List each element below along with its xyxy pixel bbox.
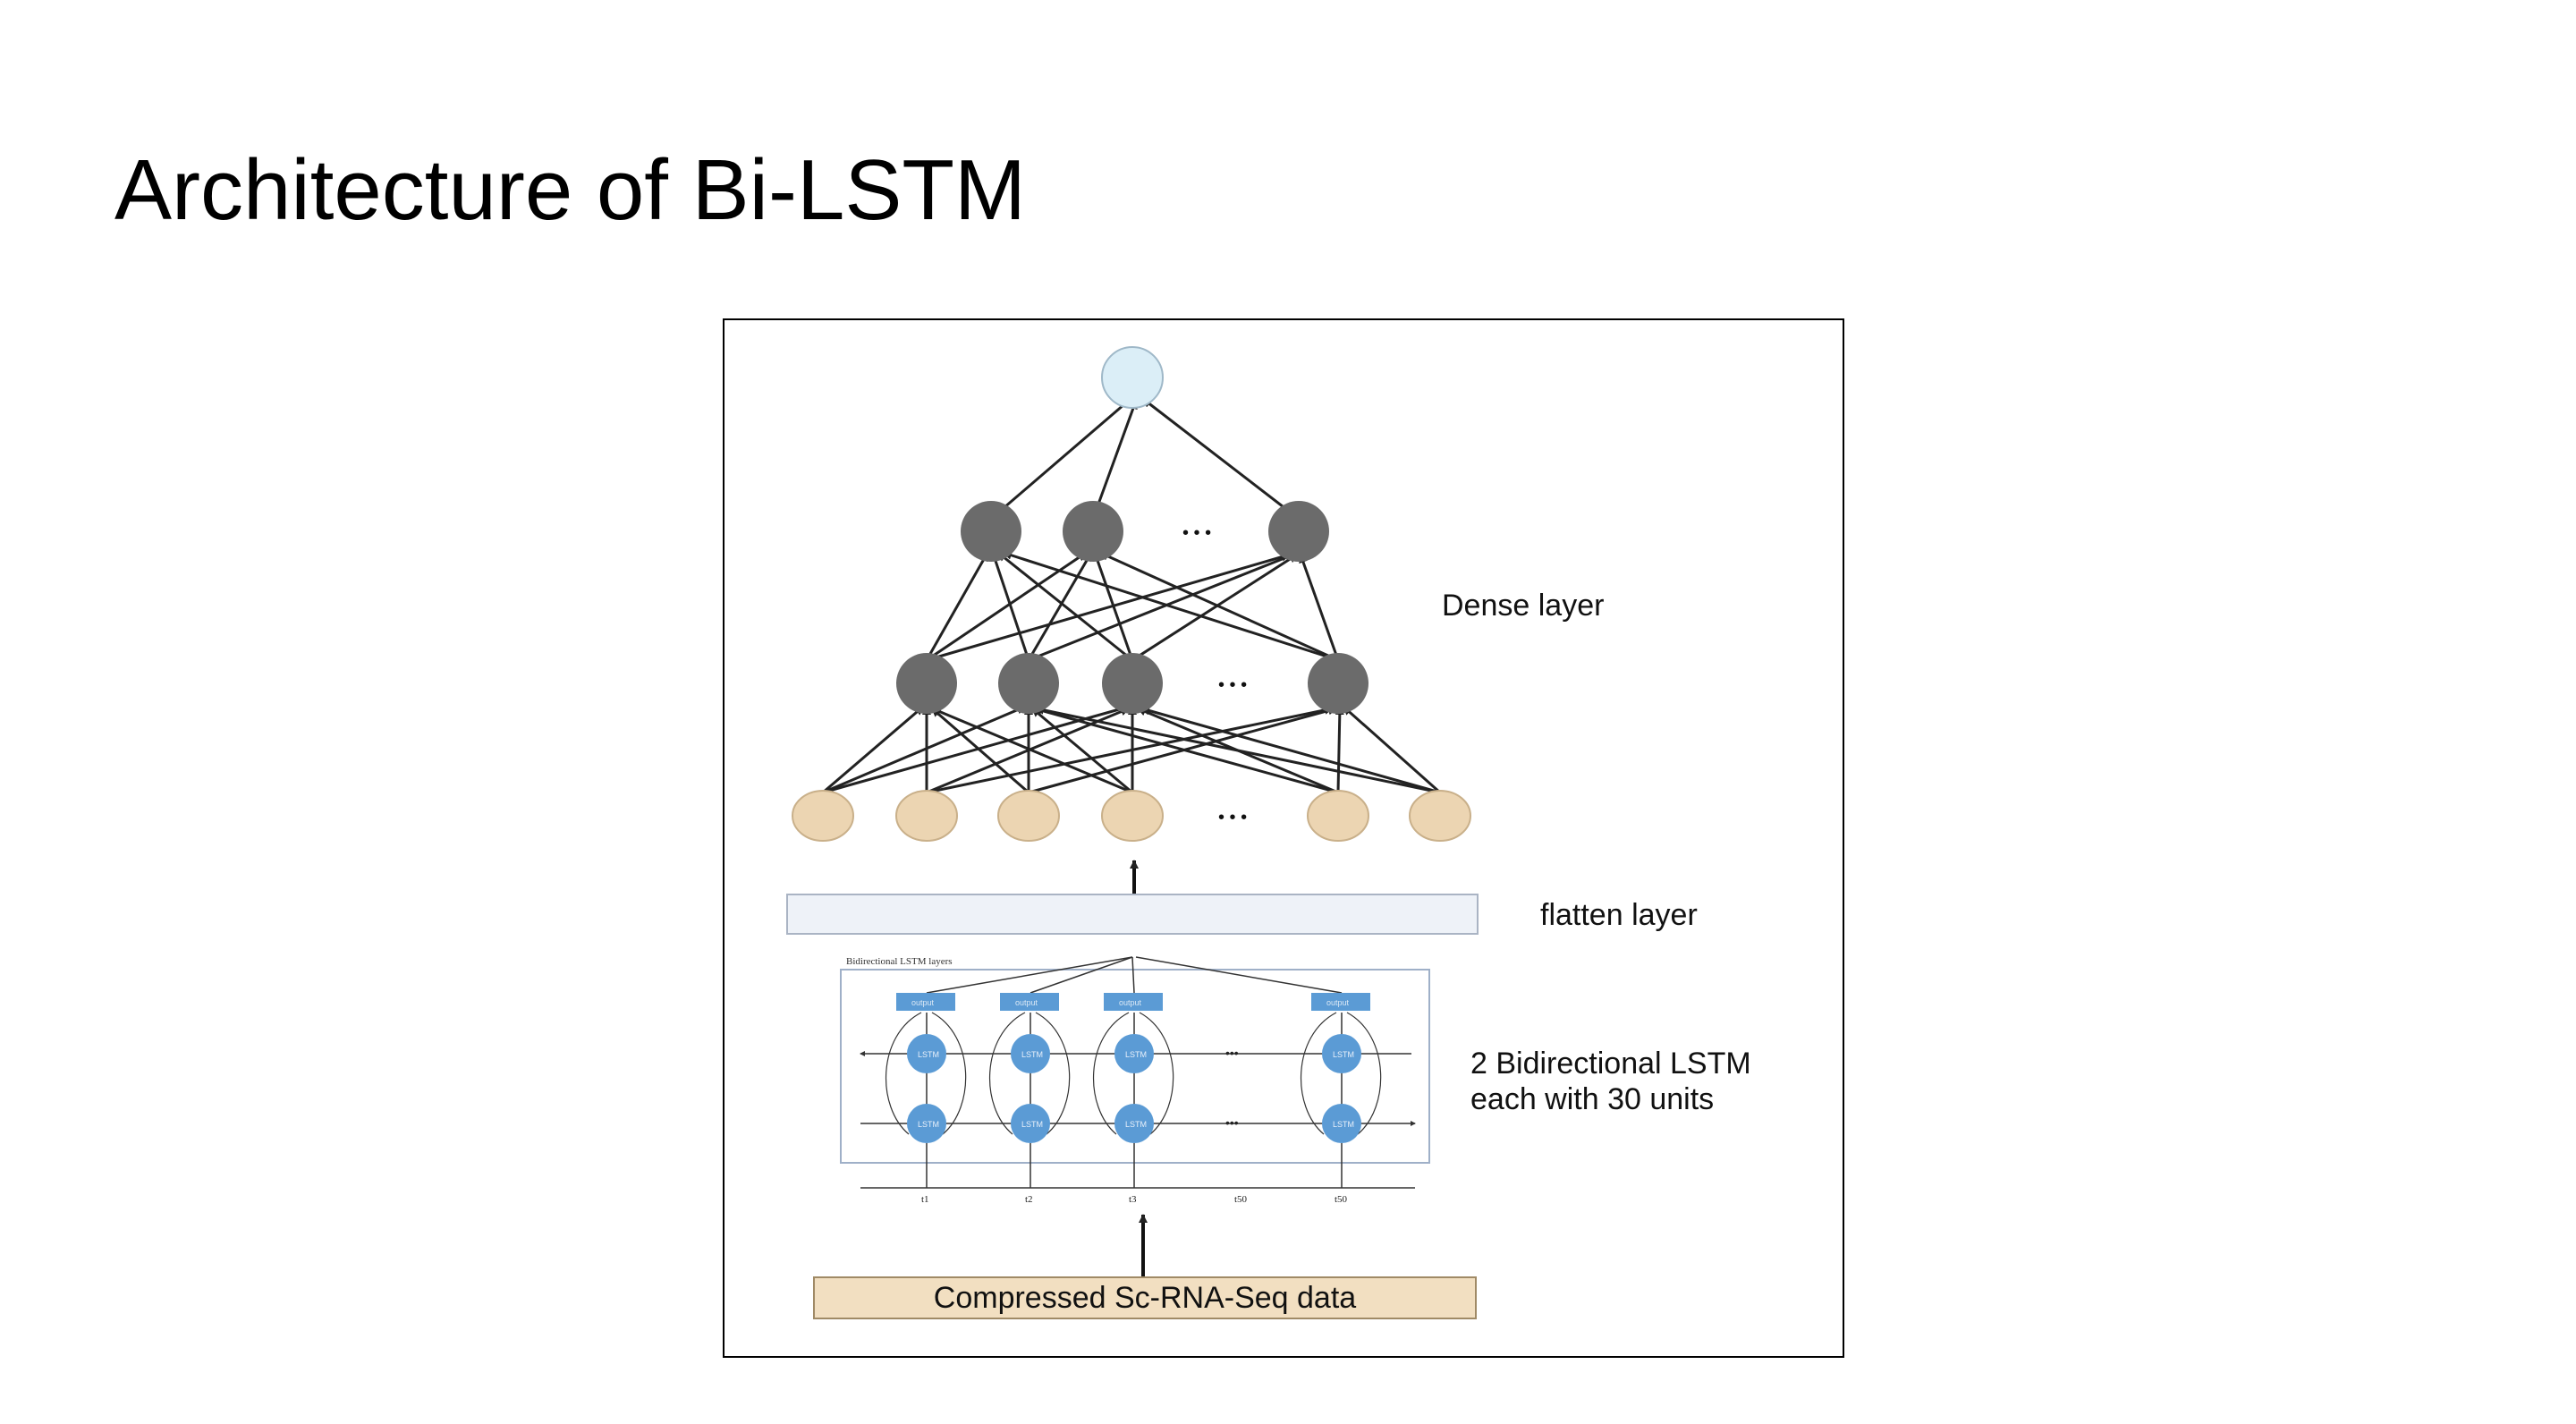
dense-input-nodes: • • • (792, 790, 1471, 842)
lstm-cell-label: LSTM (1125, 1120, 1147, 1129)
hidden-node (896, 653, 957, 714)
hidden-node (1102, 653, 1163, 714)
input-node (1409, 790, 1471, 842)
hidden-node (1268, 501, 1329, 562)
output-cell-label: output (1326, 998, 1350, 1007)
bilstm-label-line2: each with 30 units (1470, 1082, 1714, 1116)
bilstm-inner-caption: Bidirectional LSTM layers (846, 956, 953, 967)
bilstm-panel: Bidirectional LSTM layers output output … (840, 956, 1430, 1205)
lstm-cell-label: LSTM (1333, 1120, 1354, 1129)
lstm-cell (1114, 1034, 1154, 1073)
dense-hidden-layer-2: • • • (961, 501, 1329, 562)
timestep-label: t1 (921, 1194, 929, 1205)
ellipsis-hidden-1: • • • (1218, 675, 1247, 695)
lstm-cell-label: LSTM (1333, 1050, 1354, 1059)
output-cell-label: output (1015, 998, 1038, 1007)
lstm-ellipsis: ••• (1225, 1115, 1239, 1130)
output-node (1101, 346, 1164, 409)
input-data-box (813, 1276, 1477, 1319)
bilstm-panel-frame (840, 969, 1430, 1164)
lstm-cell-label: LSTM (918, 1120, 939, 1129)
input-node (895, 790, 958, 842)
dense-connections-bottom (822, 704, 1441, 794)
flatten-layer-label: flatten layer (1540, 898, 1698, 932)
hidden-node (998, 653, 1059, 714)
output-cell (896, 993, 955, 1011)
dense-connections-top (990, 397, 1300, 521)
ellipsis-hidden-2: • • • (1182, 523, 1211, 543)
bilstm-forward-row: LSTM LSTM LSTM LSTM ••• (907, 1104, 1361, 1143)
dense-connections-middle (925, 550, 1340, 662)
hidden-node (961, 501, 1021, 562)
input-node (997, 790, 1060, 842)
output-cell (1000, 993, 1059, 1011)
hidden-node (1308, 653, 1368, 714)
lstm-cell-label: LSTM (1021, 1050, 1043, 1059)
bilstm-backward-row: LSTM LSTM LSTM LSTM ••• (907, 1034, 1361, 1073)
output-cell (1311, 993, 1370, 1011)
hidden-node (1063, 501, 1123, 562)
bilstm-label-line1: 2 Bidirectional LSTM (1470, 1047, 1751, 1081)
timestep-label: t50 (1234, 1194, 1248, 1205)
dense-layer-label: Dense layer (1442, 589, 1604, 623)
timestep-label: t3 (1129, 1194, 1137, 1205)
lstm-cell (1322, 1104, 1361, 1143)
lstm-cell-label: LSTM (918, 1050, 939, 1059)
output-cell-label: output (1119, 998, 1142, 1007)
lstm-cell (1114, 1104, 1154, 1143)
output-cell-label: output (911, 998, 935, 1007)
dense-hidden-layer-1: • • • (896, 653, 1368, 714)
lstm-cell-label: LSTM (1125, 1050, 1147, 1059)
input-node (792, 790, 854, 842)
lstm-cell (907, 1104, 946, 1143)
lstm-cell (907, 1034, 946, 1073)
timestep-label: t50 (1335, 1194, 1348, 1205)
lstm-cell (1011, 1034, 1050, 1073)
lstm-cell (1322, 1034, 1361, 1073)
ellipsis-input: • • • (1218, 808, 1247, 827)
bilstm-output-cells: output output output output (896, 993, 1370, 1011)
lstm-ellipsis: ••• (1225, 1046, 1239, 1060)
lstm-cell-label: LSTM (1021, 1120, 1043, 1129)
slide-title: Architecture of Bi-LSTM (114, 142, 1026, 238)
flatten-layer-bar (786, 894, 1479, 935)
input-node (1101, 790, 1164, 842)
bilstm-architecture-diagram: • • • • • • • • • Dense layer flatten la… (723, 318, 1844, 1358)
input-node (1307, 790, 1369, 842)
timestep-label: t2 (1025, 1194, 1033, 1205)
input-data-label: Compressed Sc-RNA-Seq data (934, 1281, 1357, 1315)
output-cell (1104, 993, 1163, 1011)
lstm-cell (1011, 1104, 1050, 1143)
